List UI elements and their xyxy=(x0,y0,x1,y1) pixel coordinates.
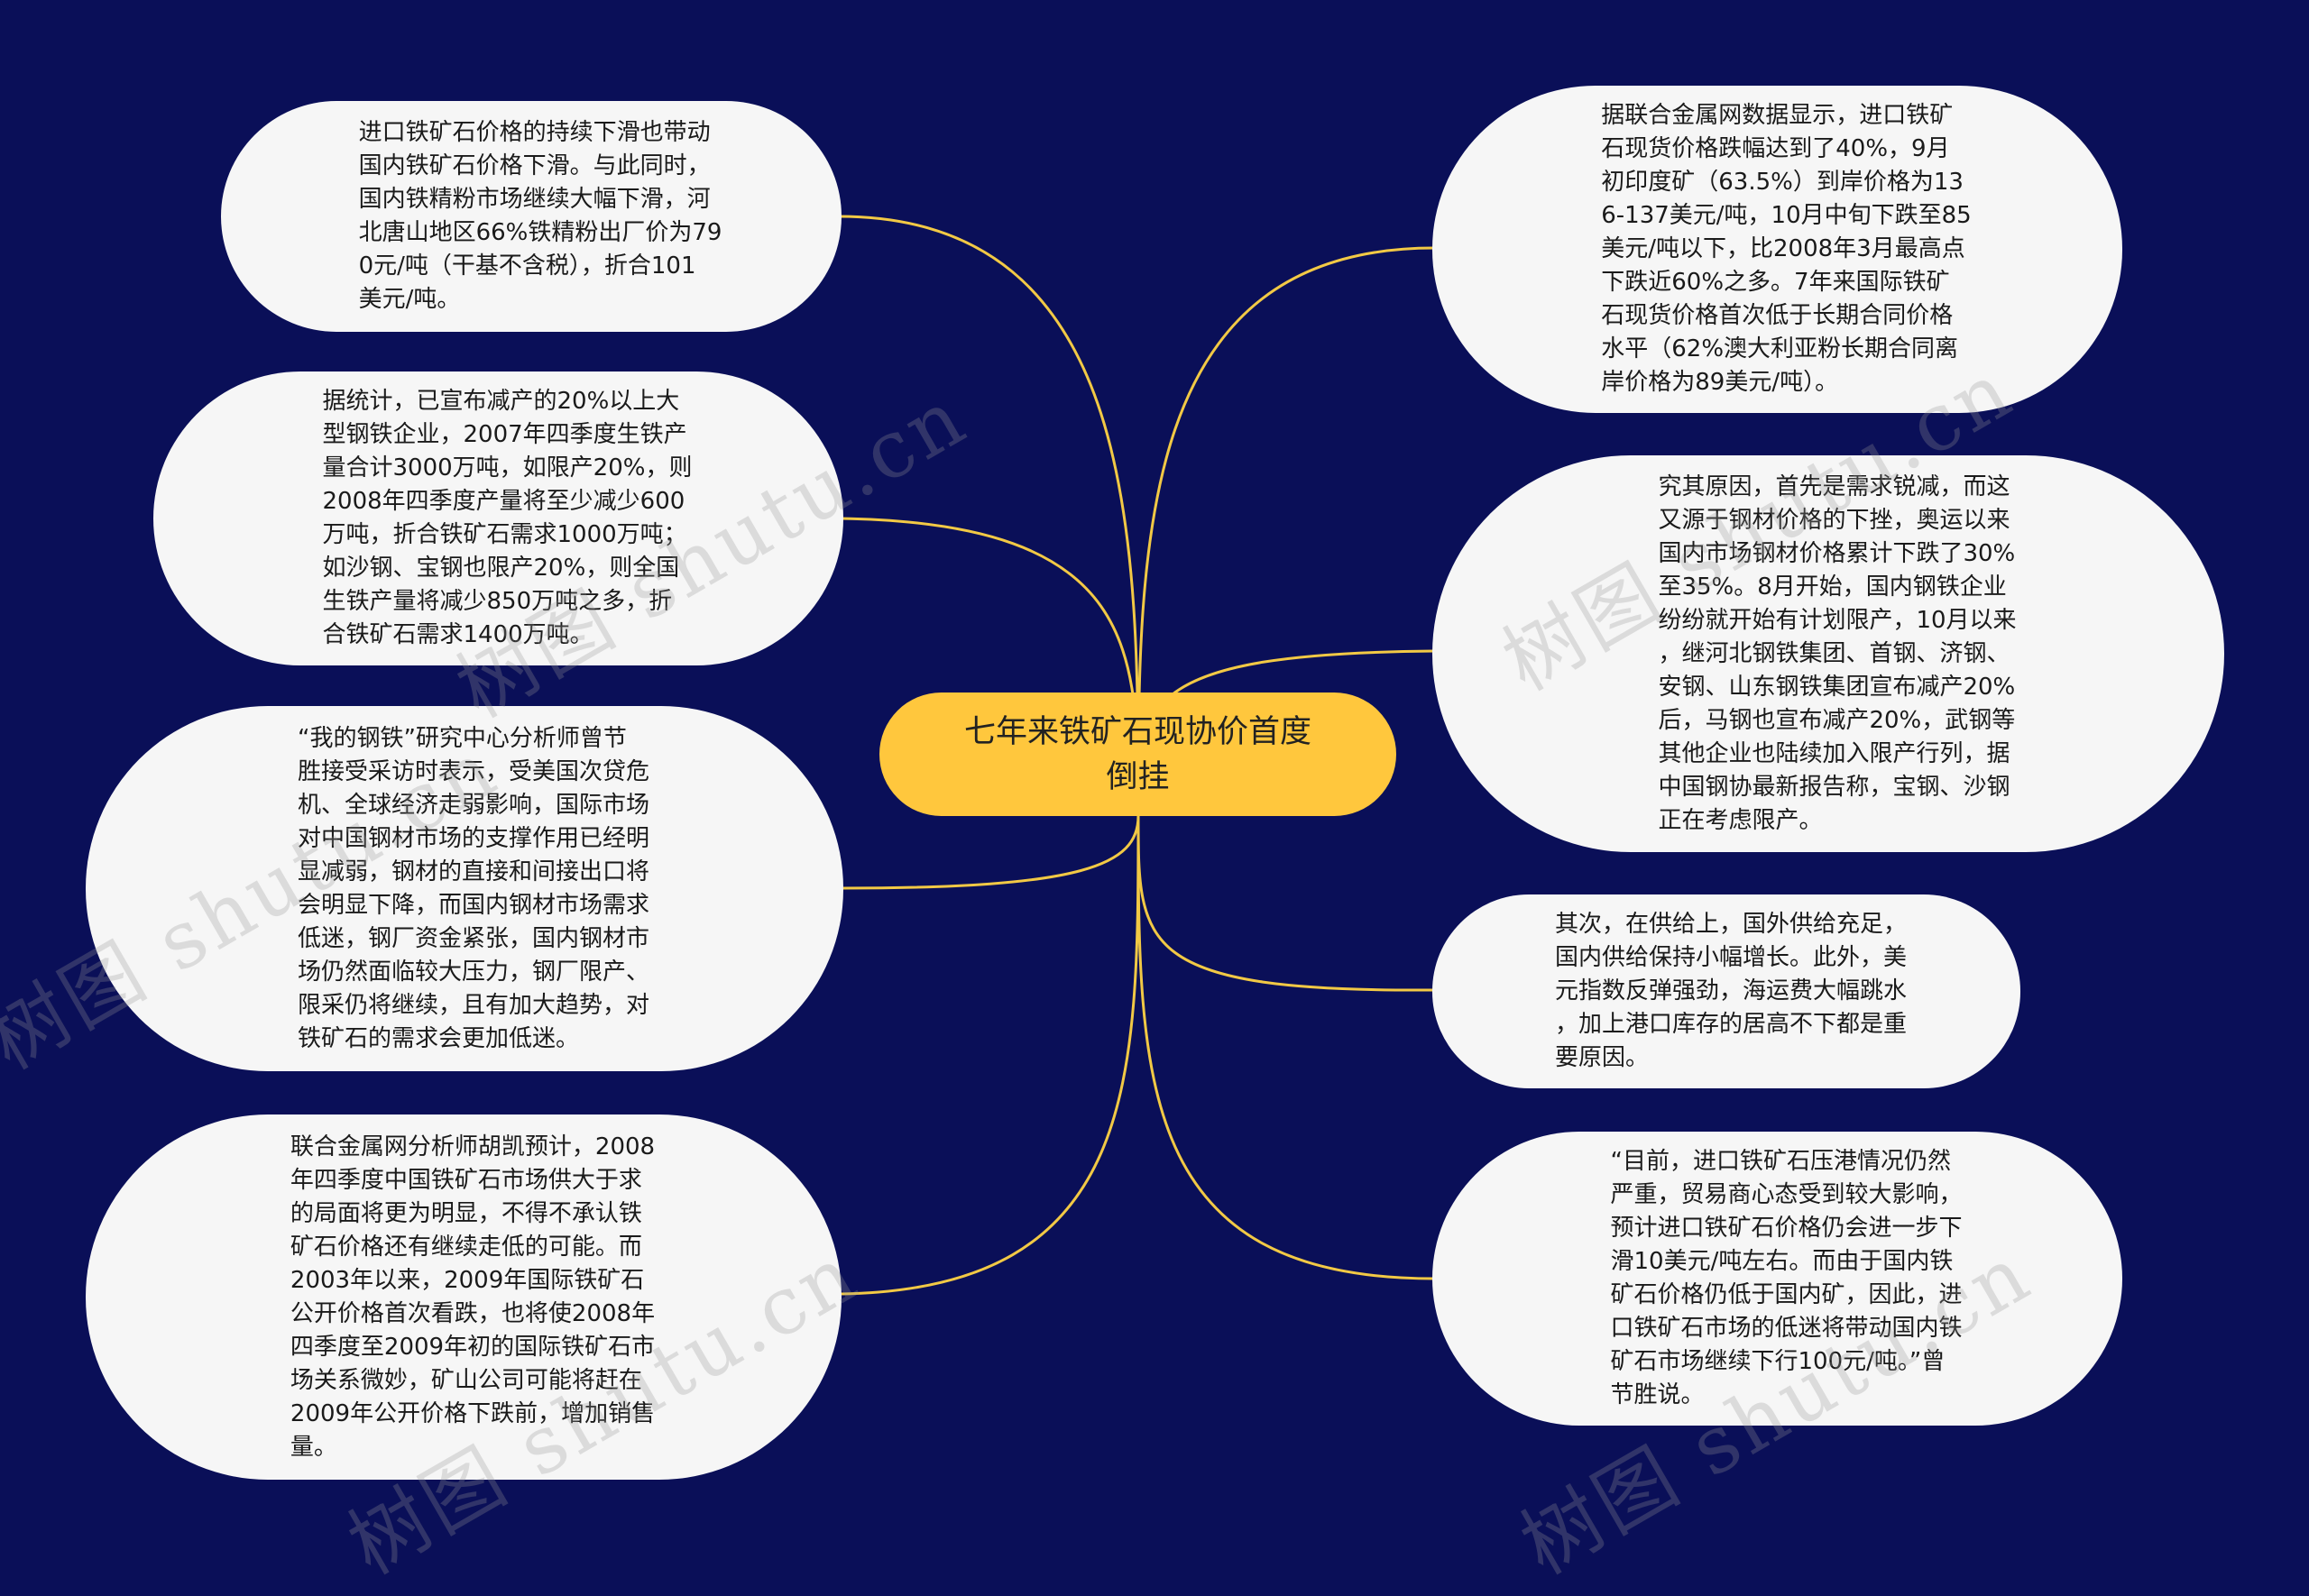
topic-node-left-3[interactable]: “我的钢铁”研究中心分析师曾节 胜接受采访时表示，受美国次贷危 机、全球经济走弱… xyxy=(86,706,843,1071)
topic-node-left-2[interactable]: 据统计，已宣布减产的20%以上大 型钢铁企业，2007年四季度生铁产 量合计30… xyxy=(153,371,843,665)
topic-text: 联合金属网分析师胡凯预计，2008 年四季度中国铁矿石市场供大于求 的局面将更为… xyxy=(290,1133,656,1461)
topic-text: 据统计，已宣布减产的20%以上大 型钢铁企业，2007年四季度生铁产 量合计30… xyxy=(322,388,693,648)
topic-node-right-4[interactable]: “目前，进口铁矿石压港情况仍然 严重，贸易商心态受到较大影响， 预计进口铁矿石价… xyxy=(1432,1132,2122,1426)
topic-text: 究其原因，首先是需求锐减，而这 又源于钢材价格的下挫，奥运以来 国内市场钢材价格… xyxy=(1658,472,2017,834)
topic-node-left-4[interactable]: 联合金属网分析师胡凯预计，2008 年四季度中国铁矿石市场供大于求 的局面将更为… xyxy=(86,1114,842,1480)
topic-node-left-1[interactable]: 进口铁矿石价格的持续下滑也带动 国内铁矿石价格下滑。与此同时， 国内铁精粉市场继… xyxy=(221,101,842,332)
topic-node-right-2[interactable]: 究其原因，首先是需求锐减，而这 又源于钢材价格的下挫，奥运以来 国内市场钢材价格… xyxy=(1432,455,2224,852)
topic-text: 据联合金属网数据显示，进口铁矿 石现货价格跌幅达到了40%，9月 初印度矿（63… xyxy=(1601,102,1972,396)
topic-text: “目前，进口铁矿石压港情况仍然 严重，贸易商心态受到较大影响， 预计进口铁矿石价… xyxy=(1610,1148,1963,1408)
link-root-R3 xyxy=(1136,815,1435,992)
central-topic[interactable]: 七年来铁矿石现协价首度 倒挂 xyxy=(879,693,1396,816)
topic-text: “我的钢铁”研究中心分析师曾节 胜接受采访时表示，受美国次贷危 机、全球经济走弱… xyxy=(297,724,649,1052)
topic-text: 进口铁矿石价格的持续下滑也带动 国内铁矿石价格下滑。与此同时， 国内铁精粉市场继… xyxy=(358,119,722,313)
topic-text: 其次，在供给上，国外供给充足， 国内供给保持小幅增长。此外，美 元指数反弹强劲，… xyxy=(1554,911,1907,1071)
central-topic-text: 七年来铁矿石现协价首度 倒挂 xyxy=(963,713,1311,795)
link-root-L3 xyxy=(842,815,1140,890)
topic-node-right-3[interactable]: 其次，在供给上，国外供给充足， 国内供给保持小幅增长。此外，美 元指数反弹强劲，… xyxy=(1432,894,2020,1088)
topic-node-right-1[interactable]: 据联合金属网数据显示，进口铁矿 石现货价格跌幅达到了40%，9月 初印度矿（63… xyxy=(1432,86,2122,413)
link-root-L4 xyxy=(840,815,1140,1296)
mind-map-canvas: 进口铁矿石价格的持续下滑也带动 国内铁矿石价格下滑。与此同时， 国内铁精粉市场继… xyxy=(0,86,2224,1592)
link-root-R4 xyxy=(1136,815,1435,1280)
